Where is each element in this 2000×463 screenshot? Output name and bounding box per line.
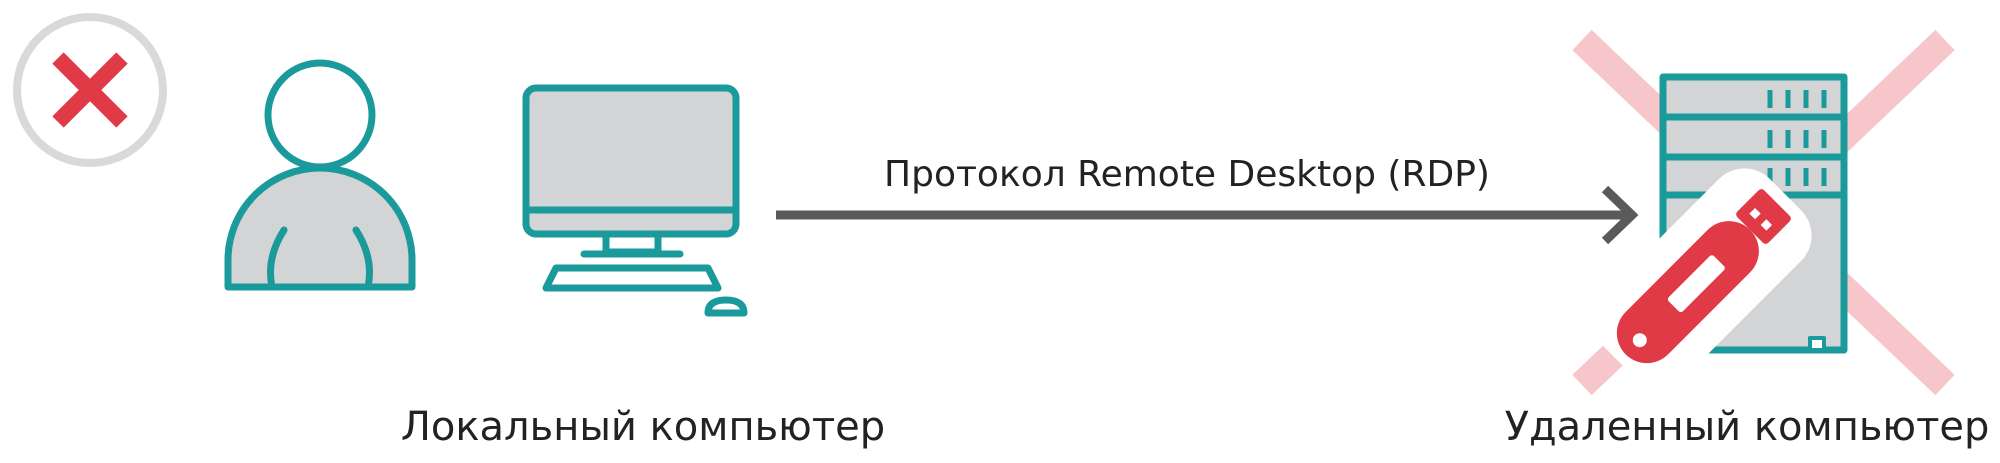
x-mark-icon xyxy=(52,52,128,128)
local-computer-label: Локальный компьютер xyxy=(401,404,885,450)
user-icon xyxy=(224,59,416,291)
status-badge xyxy=(13,13,167,167)
desktop-computer-icon xyxy=(522,84,748,317)
connection-arrow xyxy=(776,185,1639,245)
usb-flash-drive-icon xyxy=(1592,168,1812,388)
remote-computer-label: Удаленный компьютер xyxy=(1505,404,1990,450)
connection-label: Протокол Remote Desktop (RDP) xyxy=(884,154,1490,195)
